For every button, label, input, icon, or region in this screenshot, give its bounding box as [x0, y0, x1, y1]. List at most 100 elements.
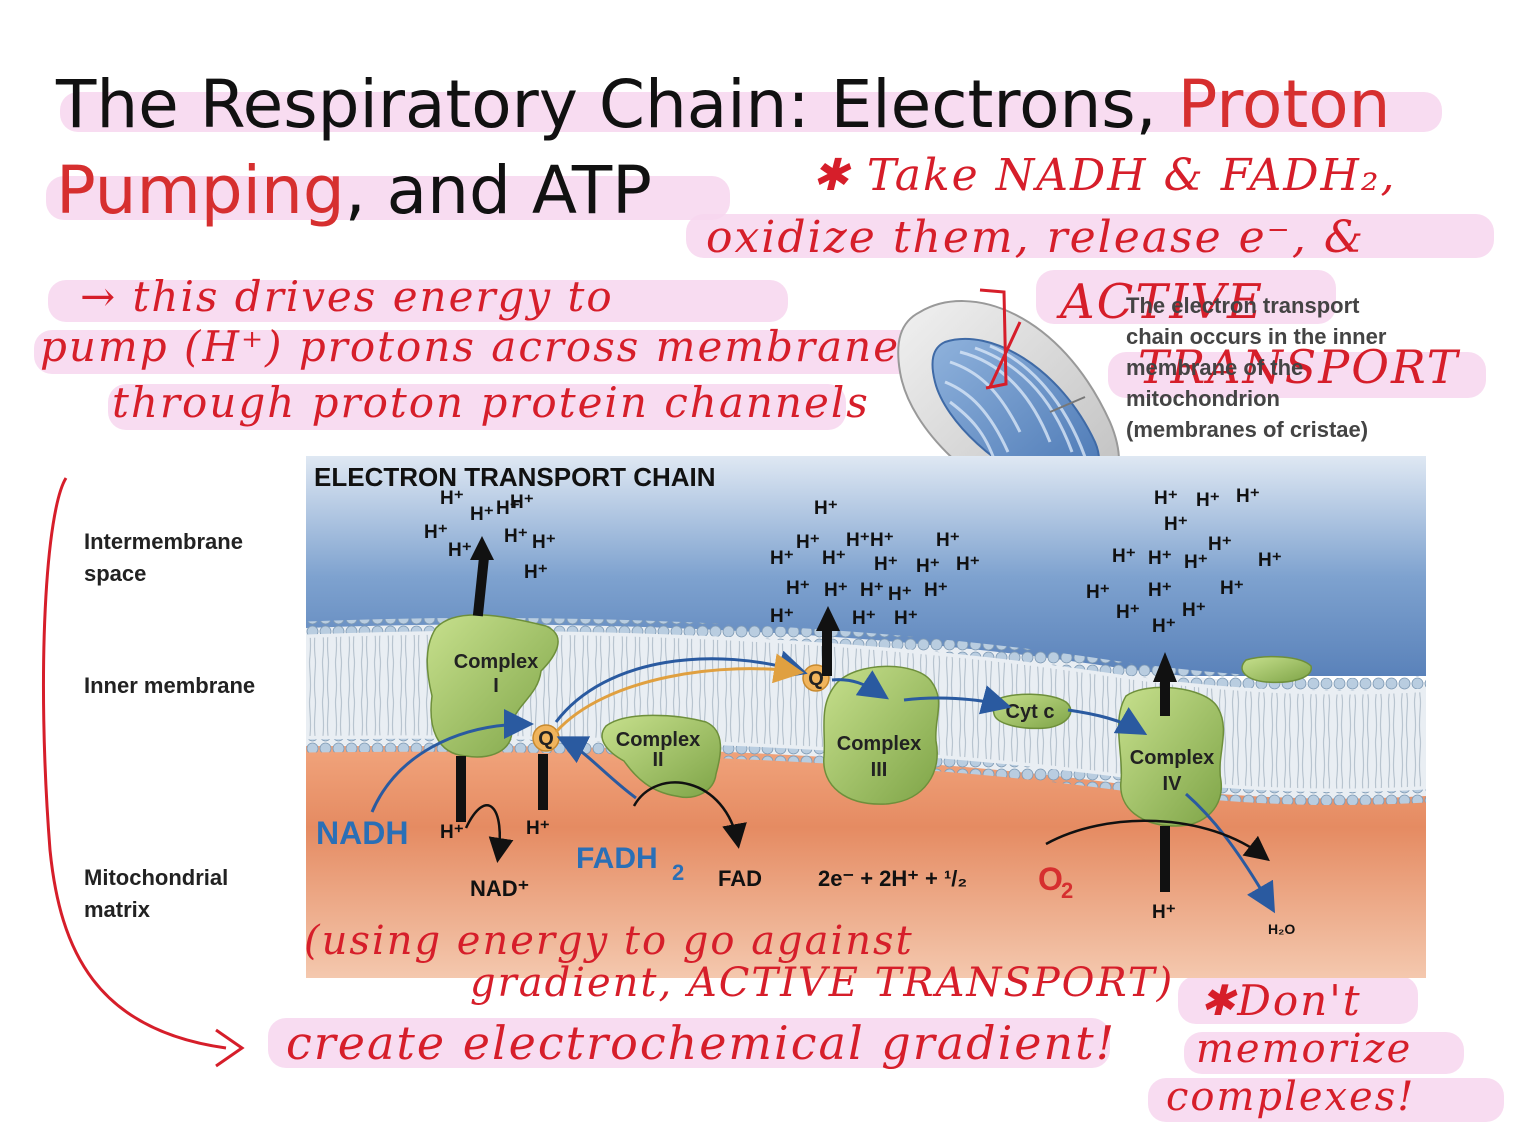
svg-text:H⁺: H⁺ [874, 554, 898, 575]
highlight-title-1 [60, 92, 1442, 132]
svg-text:H⁺: H⁺ [814, 498, 838, 519]
svg-text:H⁺: H⁺ [448, 540, 472, 561]
complex-iii-numeral: III [871, 759, 888, 781]
etc-diagram-title: ELECTRON TRANSPORT CHAIN [314, 462, 716, 492]
highlight-active-2 [1108, 352, 1486, 398]
h2o-label: H₂O [1268, 921, 1295, 937]
svg-text:H⁺: H⁺ [860, 580, 884, 601]
handwritten-note-top-1: ✱ Take NADH & FADH₂, [812, 150, 1397, 201]
svg-text:Q: Q [808, 668, 824, 690]
oxygen-equation: 2e⁻ + 2H⁺ + ¹/₂ [818, 866, 967, 891]
svg-text:H⁺: H⁺ [796, 532, 820, 553]
complex-ii-numeral: II [652, 749, 663, 771]
cytochrome-c: Cyt c [992, 693, 1072, 730]
svg-text:H⁺: H⁺ [1208, 534, 1232, 555]
pointer-hand-icon [1049, 396, 1086, 413]
label-mitochondrial-matrix: Mitochondrial matrix [84, 865, 229, 922]
handwritten-bracket [979, 288, 1008, 390]
highlight-note-left-1 [48, 280, 788, 322]
svg-text:H⁺: H⁺ [1164, 514, 1188, 535]
svg-text:2: 2 [672, 860, 684, 885]
svg-text:H⁺: H⁺ [1086, 582, 1110, 603]
svg-text:2: 2 [1061, 878, 1073, 903]
handwritten-bottom-1: (using energy to go against [304, 918, 914, 964]
handwritten-dont-1: ✱Don't [1200, 976, 1362, 1025]
label-intermembrane-space: Intermembrane space [84, 529, 243, 586]
fad-label: FAD [718, 866, 762, 891]
mitochondrion-caption: The electron transport chain occurs in t… [1126, 293, 1387, 442]
complex-iii: Complex III [823, 665, 940, 805]
complex-iv: Complex IV [1117, 686, 1225, 827]
page-title-line-2: Pumping, and ATP [56, 152, 652, 229]
handwritten-left-bracket-arrow [42, 477, 245, 1068]
svg-text:H⁺: H⁺ [532, 532, 556, 553]
handwritten-dont-2: memorize [1196, 1026, 1413, 1072]
highlight-dont-3 [1148, 1078, 1504, 1122]
handwritten-bottom-3: create electrochemical gradient! [286, 1016, 1117, 1070]
svg-text:H⁺: H⁺ [770, 548, 794, 569]
complex-i-numeral: I [493, 675, 499, 697]
svg-text:H⁺: H⁺ [1116, 602, 1140, 623]
highlight-note-left-2 [34, 330, 954, 374]
ubiquinone-q-1: Q [532, 724, 560, 752]
svg-text:H⁺: H⁺ [936, 530, 960, 551]
svg-text:H⁺: H⁺ [504, 526, 528, 547]
svg-text:H⁺: H⁺ [852, 608, 876, 629]
nad-label: NAD⁺ [470, 876, 529, 901]
svg-text:H⁺: H⁺ [1154, 488, 1178, 509]
svg-text:H⁺: H⁺ [1196, 490, 1220, 511]
svg-text:H⁺: H⁺ [424, 522, 448, 543]
svg-text:H⁺: H⁺ [1148, 580, 1172, 601]
svg-text:H⁺: H⁺ [924, 580, 948, 601]
svg-text:H⁺: H⁺ [916, 556, 940, 577]
svg-text:H⁺: H⁺ [888, 584, 912, 605]
svg-text:H⁺: H⁺ [470, 504, 494, 525]
svg-text:H⁺: H⁺ [1112, 546, 1136, 567]
handwritten-active-2: TRANSPORT [1138, 340, 1460, 394]
nadh-label: NADH [316, 815, 408, 851]
complex-ii: Complex II [601, 714, 722, 798]
svg-text:H⁺: H⁺ [894, 608, 918, 629]
reaction-arrows [464, 781, 1270, 863]
svg-text:H⁺: H⁺ [846, 530, 870, 551]
svg-text:H⁺: H⁺ [1220, 578, 1244, 599]
svg-text:H⁺: H⁺ [822, 548, 846, 569]
proton-cluster-complex-iii: H⁺ H⁺ H⁺ H⁺ H⁺ H⁺ H⁺ H⁺ H⁺ H⁺ H⁺ H⁺ H⁺ H… [770, 498, 980, 629]
svg-text:O: O [1038, 861, 1063, 897]
svg-text:H⁺: H⁺ [524, 562, 548, 583]
proton-matrix-1: H⁺ [440, 822, 464, 843]
svg-text:H⁺: H⁺ [496, 498, 520, 519]
svg-text:H⁺: H⁺ [824, 580, 848, 601]
complex-ii-label: Complex [616, 729, 700, 751]
handwritten-bottom-2: gradient, ACTIVE TRANSPORT) [470, 960, 1175, 1006]
handwritten-note-left-1: → this drives energy to [80, 272, 614, 321]
fadh2-label: FADH 2 [576, 842, 684, 885]
svg-text:H⁺: H⁺ [440, 488, 464, 509]
complex-iv-numeral: IV [1163, 773, 1183, 795]
handwritten-dont-3: complexes! [1166, 1074, 1416, 1120]
svg-text:H⁺: H⁺ [770, 606, 794, 627]
page-title-line-1: The Respiratory Chain: Electrons, Proton [56, 66, 1391, 143]
svg-text:H⁺: H⁺ [1236, 486, 1260, 507]
electron-flow-orange-arrow [554, 653, 804, 734]
complex-iv-label: Complex [1130, 747, 1214, 769]
svg-text:FADH: FADH [576, 842, 658, 875]
handwritten-note-left-2: pump (H⁺) protons across membrane [40, 322, 901, 371]
svg-text:H⁺: H⁺ [510, 492, 534, 513]
svg-text:H⁺: H⁺ [786, 578, 810, 599]
svg-text:H⁺: H⁺ [870, 530, 894, 551]
svg-text:H⁺: H⁺ [1152, 616, 1176, 637]
handwritten-note-left-3: through proton protein channels [112, 378, 870, 427]
etc-diagram: Complex I Complex II Complex III Complex… [306, 456, 1426, 978]
svg-text:H⁺: H⁺ [1148, 548, 1172, 569]
cytc-label: Cyt c [1006, 701, 1055, 723]
o2-label: O 2 [1038, 861, 1073, 903]
highlight-active-1 [1036, 270, 1336, 324]
title-highlight-pumping: Pumping [56, 152, 345, 229]
proton-channels [456, 536, 1177, 892]
svg-text:H⁺: H⁺ [1184, 552, 1208, 573]
handwritten-active-1: ACTIVE [1060, 274, 1265, 330]
highlight-title-2 [46, 176, 730, 220]
complex-i-label: Complex [454, 651, 538, 673]
proton-cluster-complex-iv: H⁺ H⁺ H⁺ H⁺ H⁺ H⁺ H⁺ H⁺ H⁺ H⁺ H⁺ H⁺ H⁺ H… [1086, 486, 1282, 637]
